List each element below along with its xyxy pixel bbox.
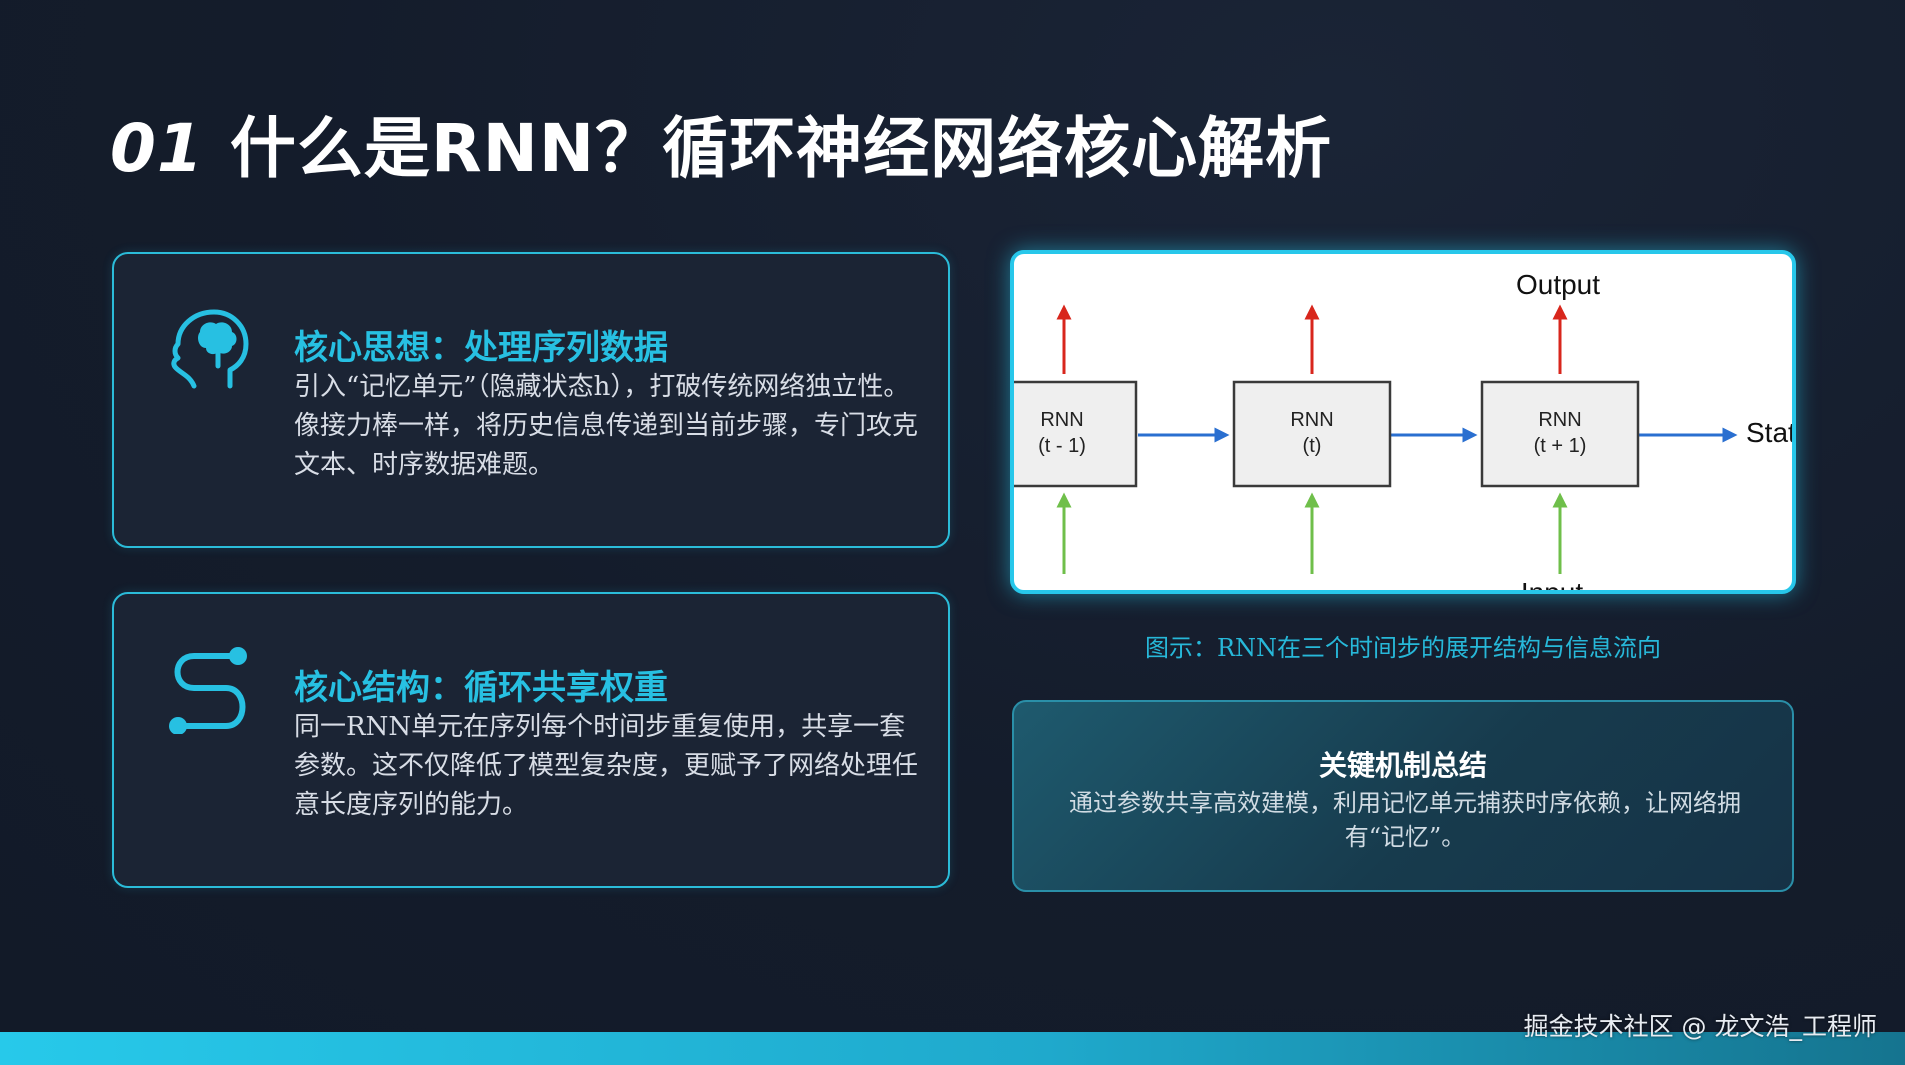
cell-timestep: (t - 1) (1038, 435, 1086, 457)
cell-timestep: (t + 1) (1534, 435, 1587, 457)
title-text: 什么是RNN？循环神经网络核心解析 (229, 110, 1333, 187)
card-body: 同一RNN单元在序列每个时间步重复使用，共享一套参数。这不仅降低了模型复杂度，更… (294, 712, 919, 820)
page-title: 01 什么是RNN？循环神经网络核心解析 (110, 95, 1332, 191)
diagram-caption: 图示：RNN在三个时间步的展开结构与信息流向 (1144, 634, 1662, 662)
core-structure-card: 核心结构：循环共享权重 同一RNN单元在序列每个时间步重复使用，共享一套参数。这… (112, 592, 950, 888)
cell-label: RNN (1040, 409, 1083, 431)
cell-label: RNN (1538, 409, 1581, 431)
summary-body: 通过参数共享高效建模，利用记忆单元捕获时序依赖，让网络拥有“记忆”。 (1069, 789, 1741, 851)
output-label: Output (1516, 269, 1600, 300)
summary-title: 关键机制总结 (1318, 749, 1487, 782)
input-label: Input (1521, 577, 1583, 590)
summary-box: 关键机制总结 通过参数共享高效建模，利用记忆单元捕获时序依赖，让网络拥有“记忆”… (1012, 700, 1794, 892)
rnn-cell (1232, 380, 1392, 488)
cell-label: RNN (1290, 409, 1333, 431)
rnn-diagram: Output State Input RNN (t - 1) RNN (1010, 250, 1796, 594)
cell-timestep: (t) (1303, 435, 1322, 457)
bottom-accent-bar (0, 1032, 1905, 1065)
watermark: 掘金技术社区 @ 龙文浩_工程师 (1523, 1012, 1877, 1041)
title-number: 01 (110, 110, 204, 187)
loop-path-icon (169, 647, 247, 734)
rnn-cell (1480, 380, 1640, 488)
state-label: State (1746, 417, 1792, 448)
rnn-unrolled-diagram: Output State Input RNN (t - 1) RNN (1014, 269, 1792, 590)
card-title: 核心思想：处理序列数据 (294, 328, 668, 368)
core-idea-card: 核心思想：处理序列数据 引入“记忆单元”（隐藏状态h），打破传统网络独立性。像接… (112, 252, 950, 548)
brain-head-icon (171, 309, 249, 389)
card-body: 引入“记忆单元”（隐藏状态h），打破传统网络独立性。像接力棒一样，将历史信息传递… (294, 372, 919, 480)
rnn-cell (1014, 380, 1138, 488)
card-title: 核心结构：循环共享权重 (294, 668, 668, 708)
